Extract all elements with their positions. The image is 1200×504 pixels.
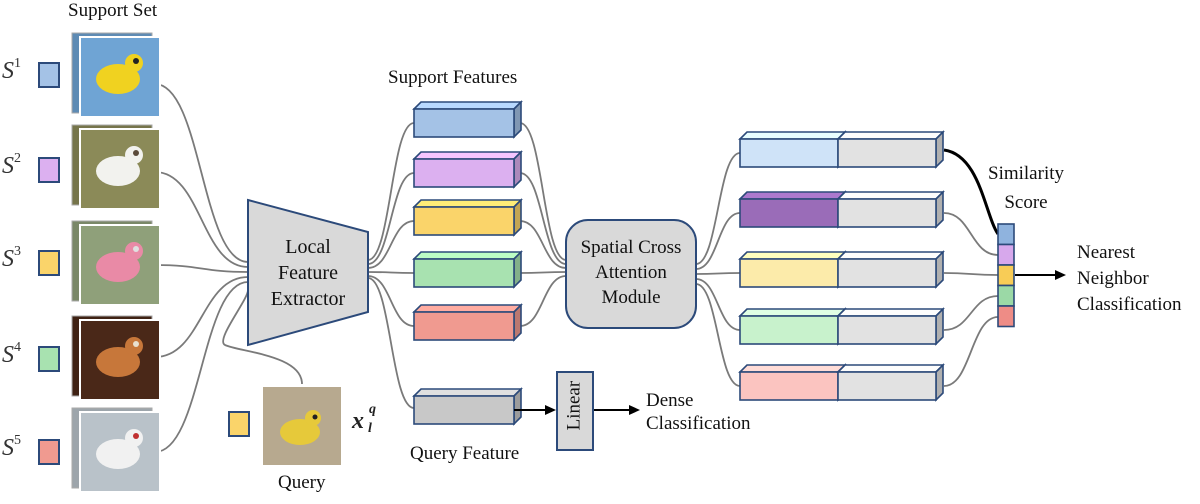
feature-to-attention-wire [519,172,567,265]
query-color-swatch [228,411,250,437]
support-wire [154,281,249,453]
support-set-title: Support Set [68,0,158,21]
feature-to-attention-wire [519,220,567,269]
arrow-to-classification [1015,270,1066,280]
support-color-swatch-1 [38,62,60,88]
score-cell [997,243,1015,266]
feature-to-attention-wire [519,275,567,327]
attended-support-part [738,307,847,346]
support-class-label-3: S3 [2,244,21,272]
linear-layer [556,371,594,451]
support-image-4 [71,315,161,401]
attended-pair-5 [738,363,945,402]
query-label: Query [278,472,326,493]
support-class-label-4: S4 [2,340,21,368]
attention-to-pair-wire [695,272,741,275]
extractor-to-feature-wire [367,172,415,265]
support-class-label-5: S5 [2,433,21,461]
support-color-swatch-5 [38,439,60,465]
support-feature-2 [412,150,523,189]
attended-pair-4 [738,307,945,346]
attended-support-part [738,190,847,229]
similarity-score-stack [997,223,1015,328]
support-image-1 [71,32,161,118]
support-image-5 [71,407,161,493]
connection-lines [154,83,1000,453]
attended-query-part [836,307,945,346]
extractor-to-feature-wire [367,275,415,327]
attention-to-pair-wire [695,283,741,387]
query-feature-block [412,387,523,426]
arrow-to-linear [514,405,556,415]
score-cell [997,223,1015,246]
support-class-label-1: S1 [2,56,21,84]
attended-pair-1 [738,130,945,169]
local-feature-extractor [247,198,369,347]
support-class-label-2: S2 [2,151,21,179]
support-image-2 [71,124,161,210]
image-thumbnails [71,32,343,493]
support-color-swatch-4 [38,346,60,372]
arrow-to-dense [594,405,640,415]
query-wire [222,289,303,385]
attended-pair-3 [738,250,945,289]
attended-query-part [836,250,945,289]
query-feature-block-shape [412,387,523,426]
feature-to-attention-wire [519,271,567,274]
extractor-to-feature-wire [367,122,415,261]
support-wire [154,276,249,358]
support-feature-4 [412,250,523,289]
attended-query-part [836,130,945,169]
extractor-to-feature-wire [367,271,415,274]
attention-to-pair-wire [695,212,741,270]
support-feature-1 [412,100,523,139]
support-color-swatch-2 [38,157,60,183]
pair-to-score-wire [943,295,999,331]
support-wire [154,264,249,273]
support-feature-blocks [412,100,523,342]
pair-to-score-wire [943,316,999,387]
pair-to-score-wire [943,212,999,256]
linear-label: Linear [563,380,585,431]
arrows [514,270,1066,415]
support-feature-3 [412,198,523,237]
score-cell [997,284,1015,307]
query-image [261,385,343,467]
attended-support-part [738,130,847,169]
attended-query-part [836,190,945,229]
spatial-cross-attention-module [565,219,697,329]
query-feature-label: Query Feature [410,443,520,464]
extractor-to-query-wire [367,277,415,409]
attention-to-pair-wire [695,278,741,331]
support-image-3 [71,220,161,306]
attention-to-pair-wire [695,152,741,265]
score-wire-bold [943,148,1000,235]
score-cell [997,305,1015,328]
pair-to-score-wire [943,272,999,276]
feature-to-attention-wire [519,122,567,261]
support-wire [154,171,249,268]
attended-support-part [738,250,847,289]
attended-query-part [836,363,945,402]
support-wire [154,83,249,263]
attended-pair-2 [738,190,945,229]
score-cell [997,264,1015,287]
attended-support-part [738,363,847,402]
attended-feature-pairs [738,130,945,402]
support-features-title: Support Features [388,67,518,88]
support-color-swatch-3 [38,250,60,276]
support-feature-5 [412,303,523,342]
extractor-to-feature-wire [367,220,415,269]
